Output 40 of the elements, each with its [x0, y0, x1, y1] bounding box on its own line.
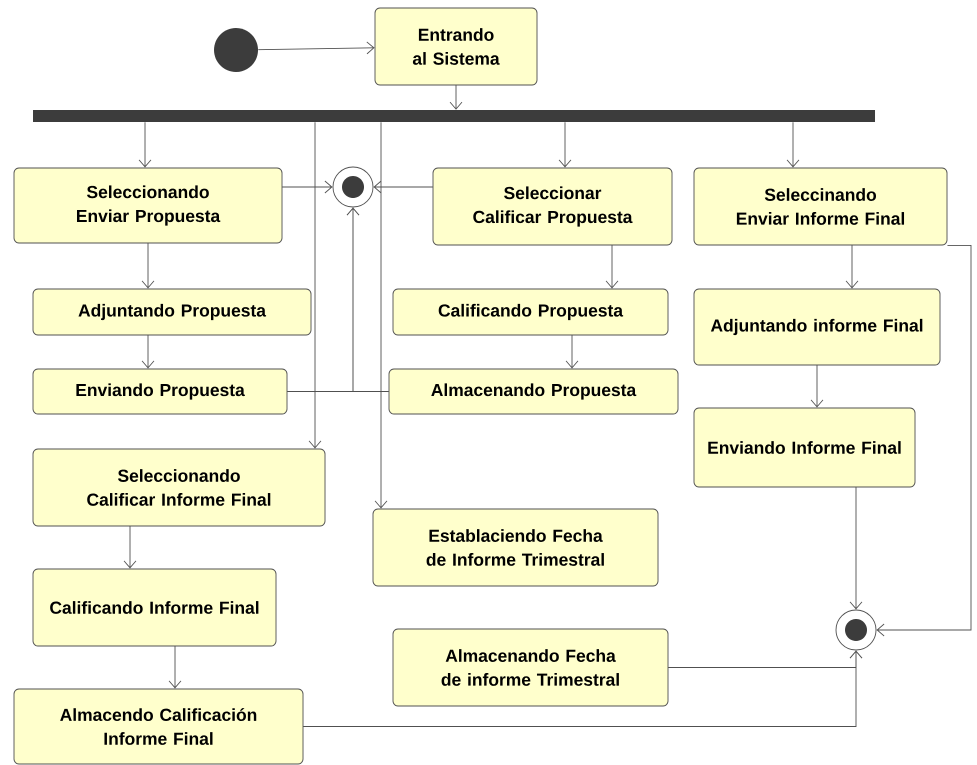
action-box: Seleccinando Enviar Informe Final	[694, 168, 948, 246]
arrow	[876, 245, 972, 636]
action-box: Almacenando Fecha de informe Trimestral	[392, 628, 668, 706]
action-box: Entrando al Sistema	[374, 8, 538, 86]
action-box: Seleccionando Calificar Informe Final	[32, 448, 326, 526]
action-box: Almacendo Calificación Informe Final	[14, 688, 304, 764]
fork-bar	[33, 110, 875, 122]
action-box: Calificando Propuesta	[392, 288, 668, 336]
arrow	[668, 650, 862, 668]
arrow	[142, 335, 154, 369]
arrow	[566, 335, 578, 369]
end-node	[332, 166, 374, 208]
arrow	[450, 85, 462, 110]
arrow	[374, 122, 388, 509]
action-box: Seleccionar Calificar Propuesta	[432, 168, 672, 246]
arrow	[138, 122, 152, 168]
arrow	[558, 122, 572, 168]
arrow	[606, 245, 618, 289]
action-box: Establaciendo Fecha de Informe Trimestral	[372, 508, 658, 586]
start-node	[214, 28, 258, 72]
arrow	[846, 245, 858, 289]
arrow	[373, 180, 433, 194]
arrow	[282, 180, 333, 194]
action-box: Enviando Informe Final	[694, 408, 916, 488]
arrow	[308, 122, 322, 449]
arrow	[124, 526, 136, 569]
arrow	[168, 646, 182, 689]
action-box: Enviando Propuesta	[32, 368, 288, 414]
action-box: Calificando Informe Final	[32, 568, 276, 646]
arrow	[142, 243, 154, 289]
arrow	[346, 207, 389, 392]
arrow	[850, 487, 862, 610]
end-node	[836, 610, 876, 650]
action-box: Adjuntando informe Final	[694, 288, 940, 366]
action-box: Seleccionando Enviar Propuesta	[14, 168, 282, 244]
arrow	[258, 41, 375, 54]
arrow	[810, 365, 824, 408]
action-box: Adjuntando Propuesta	[32, 288, 312, 336]
action-box: Almacenando Propuesta	[388, 368, 678, 414]
arrow	[786, 122, 800, 168]
